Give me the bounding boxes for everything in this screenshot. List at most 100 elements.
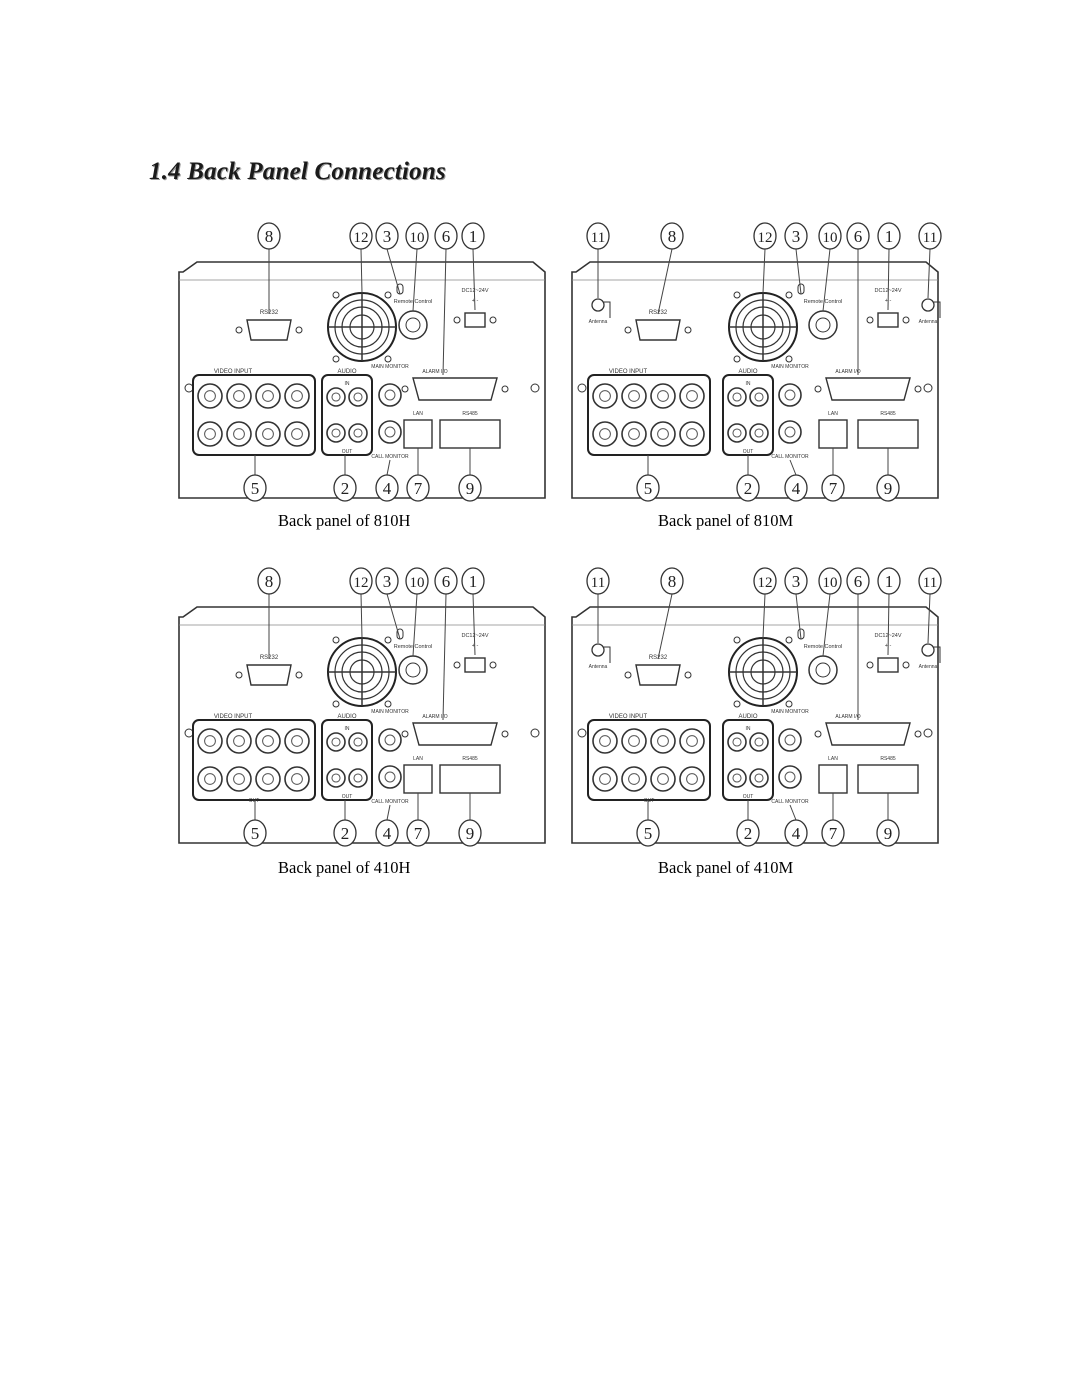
callout-number: 12 <box>758 575 773 591</box>
call-monitor-label: CALL MONITOR <box>371 799 409 805</box>
callout-bottom-4: 4 <box>784 474 808 502</box>
callout-number: 11 <box>591 575 605 591</box>
video-bnc-3 <box>255 383 281 409</box>
main-monitor-label: MAIN MONITOR <box>371 709 409 715</box>
callout-circle <box>375 474 399 502</box>
callout-top-6: 6 <box>434 567 458 595</box>
callout-circle <box>660 222 684 250</box>
callout-bottom-4: 4 <box>375 819 399 847</box>
callout-number: 11 <box>923 230 937 246</box>
callout-circle <box>877 222 901 250</box>
callout-circle <box>349 567 373 595</box>
main-monitor-label: MAIN MONITOR <box>771 709 809 715</box>
lan-label: LAN <box>413 756 423 762</box>
callout-circle <box>918 222 942 250</box>
callout-circle <box>821 819 845 847</box>
callout-top-12: 12 <box>349 222 373 250</box>
video-bnc-8 <box>679 421 705 447</box>
video-bnc-5 <box>197 766 223 792</box>
main-monitor-bnc <box>378 383 402 407</box>
screw-left <box>577 383 587 393</box>
audio-out-2 <box>348 768 368 788</box>
audio-in-label: IN <box>345 381 350 387</box>
video-bnc-6 <box>226 421 252 447</box>
caption-810h: Back panel of 810H <box>278 511 411 530</box>
power-label: DC12~24V <box>461 633 488 639</box>
callout-number: 3 <box>383 572 392 591</box>
video-bnc-4 <box>284 728 310 754</box>
callout-circle <box>434 567 458 595</box>
callout-circle <box>784 474 808 502</box>
callout-bottom-2: 2 <box>736 474 760 502</box>
callout-circle <box>846 222 870 250</box>
main-monitor-bnc <box>378 728 402 752</box>
lan-label: LAN <box>828 756 838 762</box>
callout-number: 6 <box>854 572 863 591</box>
callout-number: 6 <box>442 227 451 246</box>
callout-circle <box>333 474 357 502</box>
callout-bottom-7: 7 <box>406 474 430 502</box>
video-bnc-1 <box>592 383 618 409</box>
callout-circle <box>458 819 482 847</box>
fan-icon <box>327 291 397 363</box>
main-monitor-bnc <box>778 728 802 752</box>
callout-circle <box>784 567 808 595</box>
callout-bottom-9: 9 <box>876 474 900 502</box>
antenna-right: Antenna <box>919 643 941 670</box>
leader-line <box>762 248 766 294</box>
leader-line <box>789 804 797 821</box>
video-bnc-1 <box>197 728 223 754</box>
video-bnc-6 <box>621 421 647 447</box>
alarm-io-port: ALARM I/O <box>814 714 922 746</box>
callout-number: 12 <box>354 575 369 591</box>
video-input-block: VIDEO INPUT <box>587 369 711 456</box>
audio-in-2 <box>749 387 769 407</box>
video-input-block: VIDEO INPUT <box>192 369 316 456</box>
leader-line <box>442 248 447 376</box>
fan-icon <box>728 291 798 363</box>
callout-top-10: 10 <box>818 567 842 595</box>
callout-number: 1 <box>885 572 894 591</box>
leader-line <box>789 459 797 476</box>
leader-line <box>657 248 673 315</box>
antenna-label: Antenna <box>919 664 938 670</box>
callout-top-6: 6 <box>846 222 870 250</box>
callout-number: 8 <box>265 227 274 246</box>
callout-number: 7 <box>414 479 423 498</box>
callout-top-12: 12 <box>349 567 373 595</box>
section-heading: 1.4 Back Panel Connections <box>149 158 446 185</box>
video-bnc-2 <box>621 728 647 754</box>
callout-circle <box>736 474 760 502</box>
alarm-label: ALARM I/O <box>835 369 860 375</box>
callout-top-8: 8 <box>660 567 684 595</box>
audio-in-label: IN <box>746 726 751 732</box>
leader-line <box>927 593 931 644</box>
callout-number: 7 <box>414 824 423 843</box>
callout-number: 7 <box>829 824 838 843</box>
video-bnc-1 <box>592 728 618 754</box>
callout-circle <box>784 222 808 250</box>
call-monitor-bnc <box>778 765 802 789</box>
callout-circle <box>257 567 281 595</box>
video-bnc-8 <box>284 766 310 792</box>
callout-circle <box>461 222 485 250</box>
caption-410h: Back panel of 410H <box>278 858 411 877</box>
callout-circle <box>876 474 900 502</box>
main-monitor-bnc <box>778 383 802 407</box>
audio-in-1 <box>326 732 346 752</box>
callout-number: 9 <box>466 824 475 843</box>
callout-number: 11 <box>591 230 605 246</box>
callout-circle <box>257 222 281 250</box>
callout-circle <box>375 819 399 847</box>
rs485-label: RS485 <box>462 411 478 417</box>
callout-number: 3 <box>792 572 801 591</box>
callout-top-3: 3 <box>784 222 808 250</box>
audio-in-label: IN <box>345 726 350 732</box>
